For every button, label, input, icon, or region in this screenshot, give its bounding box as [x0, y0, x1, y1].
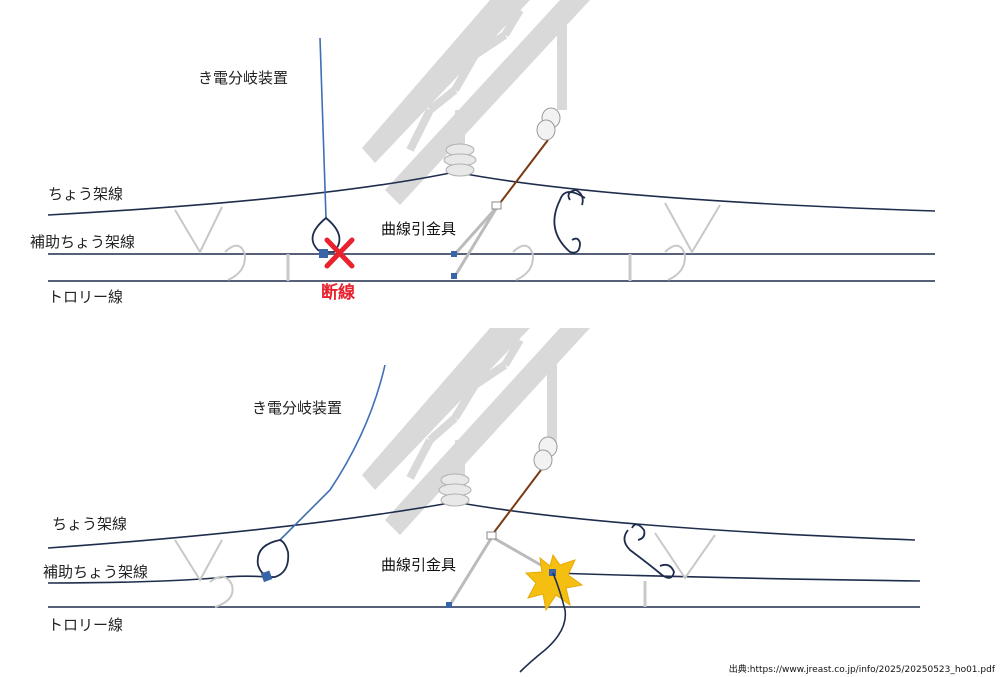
v-hangers — [174, 532, 716, 582]
droppers — [286, 254, 632, 281]
support-beam — [362, 328, 590, 535]
clamp-icon — [319, 249, 328, 258]
aux-messenger-label: 補助ちょう架線 — [30, 233, 135, 251]
curve-fitting-label: 曲線引金具 — [381, 556, 456, 574]
support-beam — [362, 0, 590, 205]
clamp-hooks — [224, 244, 687, 281]
clamp-hook — [209, 575, 234, 608]
x-mark-icon — [324, 237, 355, 269]
top-panel: き電分岐装置 ちょう架線 補助ちょう架線 トロリー線 曲線引金具 断線 — [30, 0, 936, 306]
curve-fitting-label: 曲線引金具 — [381, 220, 456, 238]
curve-pulloff-fitting — [451, 107, 561, 279]
v-hangers — [174, 202, 721, 255]
source-caption: 出典:https://www.jreast.co.jp/info/2025/20… — [729, 663, 996, 675]
aux-messenger-label: 補助ちょう架線 — [43, 563, 148, 581]
feeder-branch-device — [256, 364, 386, 583]
messenger-label: ちょう架線 — [48, 185, 123, 203]
spark-icon — [524, 553, 584, 612]
messenger-wire — [47, 501, 916, 549]
messenger-label: ちょう架線 — [52, 515, 127, 533]
bottom-panel: き電分岐装置 ちょう架線 補助ちょう架線 トロリー線 曲線引金具 — [43, 328, 921, 673]
branch-device-label: き電分岐装置 — [252, 399, 342, 417]
trolley-label: トロリー線 — [48, 288, 123, 306]
branch-device-label: き電分岐装置 — [198, 69, 288, 87]
aux-messenger-wire-right — [552, 572, 921, 582]
jumper-loop — [623, 529, 675, 579]
curve-pulloff-fitting — [446, 436, 558, 608]
jumper-loop — [553, 191, 586, 254]
break-label: 断線 — [321, 282, 355, 303]
broken-wire — [519, 572, 567, 673]
insulator-icon — [443, 143, 477, 177]
feeder-branch-device — [311, 37, 341, 258]
clamp-icon — [260, 570, 273, 583]
insulator-icon — [438, 473, 472, 507]
trolley-label: トロリー線 — [48, 616, 123, 634]
